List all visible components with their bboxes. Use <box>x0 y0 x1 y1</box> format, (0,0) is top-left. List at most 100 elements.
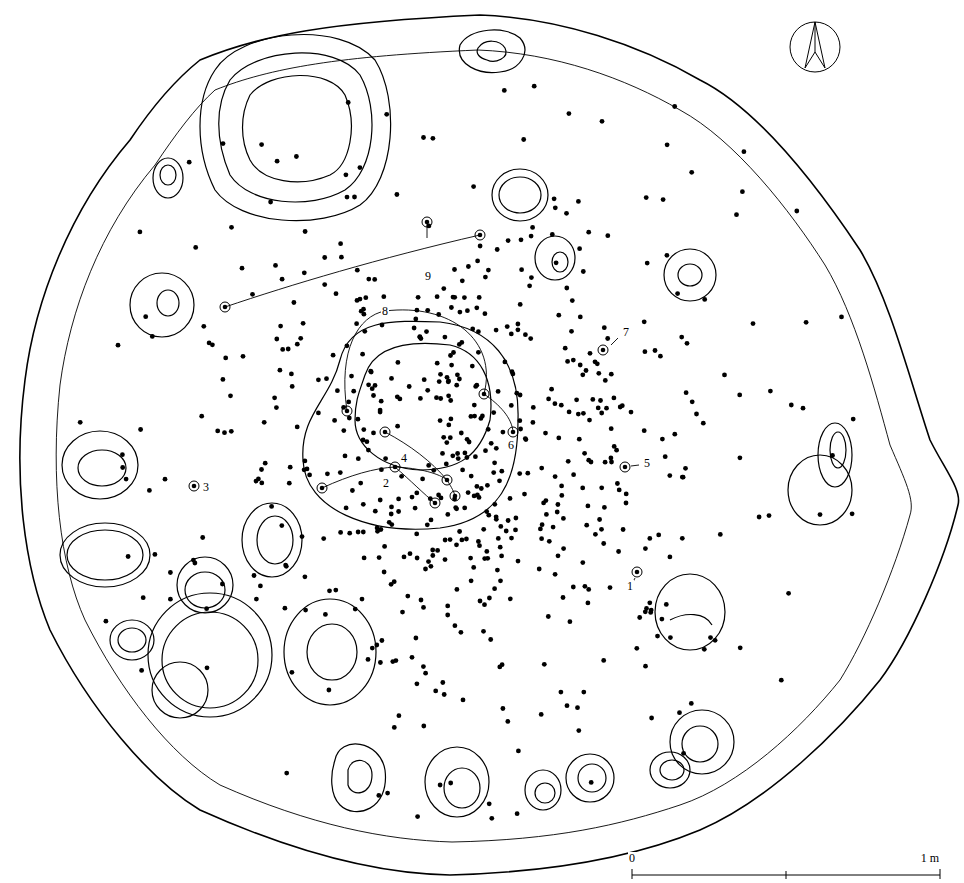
find-dot <box>702 297 707 302</box>
find-dot <box>508 596 513 601</box>
find-dot <box>351 389 356 394</box>
find-dot <box>553 474 558 479</box>
find-dot <box>441 435 446 440</box>
find-dot <box>143 314 148 319</box>
find-dot <box>642 428 647 433</box>
find-dot <box>360 597 365 602</box>
find-dot <box>653 348 658 353</box>
find-dot <box>295 342 300 347</box>
find-dot <box>476 539 481 544</box>
find-dot <box>407 384 412 389</box>
find-dots <box>78 84 856 821</box>
find-dot <box>452 267 457 272</box>
find-dot <box>389 582 394 587</box>
find-dot <box>586 601 591 606</box>
find-dot <box>508 496 513 501</box>
find-dot <box>360 352 365 357</box>
find-dot <box>339 255 344 260</box>
find-dot <box>481 527 486 532</box>
find-dot <box>354 321 359 326</box>
find-dot <box>586 230 591 235</box>
find-dot <box>516 559 521 564</box>
find-dot <box>278 368 283 373</box>
find-dot <box>851 417 856 422</box>
find-dot <box>259 481 264 486</box>
find-dot <box>358 481 363 486</box>
find-dot <box>120 465 125 470</box>
find-dot <box>222 430 227 435</box>
find-dot <box>582 451 587 456</box>
find-dot <box>424 329 429 334</box>
find-dot <box>448 353 453 358</box>
find-dot <box>421 724 426 729</box>
find-dot <box>289 372 294 377</box>
find-dot <box>517 418 522 423</box>
find-dot <box>478 244 483 249</box>
find-dot <box>274 337 279 342</box>
find-dot <box>629 410 634 415</box>
find-dot <box>455 451 460 456</box>
find-dot <box>449 305 454 310</box>
find-dot <box>492 460 497 465</box>
find-dot <box>385 791 390 796</box>
find-dot <box>382 544 387 549</box>
find-dot <box>466 264 471 269</box>
find-dot <box>449 417 454 422</box>
find-dot <box>368 369 373 374</box>
find-dot <box>350 488 355 493</box>
find-dot <box>457 529 462 534</box>
find-dot <box>487 596 492 601</box>
find-dot <box>359 309 364 314</box>
find-dot <box>254 479 259 484</box>
find-dot <box>643 349 648 354</box>
find-dot <box>272 395 277 400</box>
find-dot <box>509 536 514 541</box>
find-dot <box>546 614 551 619</box>
find-dot <box>553 205 558 210</box>
find-dot <box>443 538 448 543</box>
find-dot <box>609 426 614 431</box>
find-dot <box>305 467 310 472</box>
find-dot <box>483 311 488 316</box>
find-dot <box>722 373 727 378</box>
find-dot <box>482 556 487 561</box>
find-dot <box>303 574 308 579</box>
find-dot <box>453 505 458 510</box>
find-dot <box>465 308 470 313</box>
find-dot <box>465 437 470 442</box>
find-dot <box>519 267 524 272</box>
find-dot <box>379 399 384 404</box>
find-dot <box>397 713 402 718</box>
find-dot <box>366 382 371 387</box>
find-dot <box>361 427 366 432</box>
find-dot <box>561 516 566 521</box>
find-dot <box>205 665 210 670</box>
find-dot <box>523 436 528 441</box>
callout-number: 3 <box>202 481 210 494</box>
find-dot <box>574 397 579 402</box>
find-dot <box>476 329 481 334</box>
find-dot <box>471 565 476 570</box>
find-dot <box>679 335 684 340</box>
find-dot <box>259 467 264 472</box>
find-dot <box>518 302 523 307</box>
find-dot <box>429 564 434 569</box>
find-dot <box>469 578 474 583</box>
find-dot <box>457 377 462 382</box>
find-dot <box>150 334 155 339</box>
find-dot <box>421 605 426 610</box>
find-dot <box>519 237 524 242</box>
find-dot <box>601 541 606 546</box>
find-dot <box>571 358 576 363</box>
find-dot <box>241 354 246 359</box>
find-dot <box>647 536 652 541</box>
scale-label: 1 m <box>920 852 940 865</box>
find-dot <box>438 783 443 788</box>
find-dot <box>335 388 340 393</box>
find-dot <box>663 454 668 459</box>
find-dot <box>768 389 773 394</box>
callout-number: 2 <box>382 477 390 490</box>
find-dot <box>642 319 647 324</box>
find-dot <box>380 323 385 328</box>
find-dot <box>470 327 475 332</box>
